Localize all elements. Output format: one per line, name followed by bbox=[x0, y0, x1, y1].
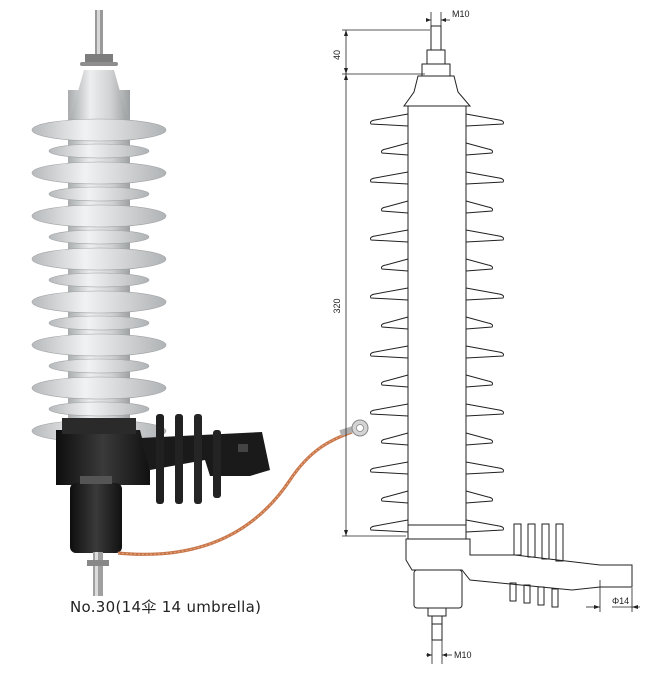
drawing-shed-small bbox=[381, 374, 493, 388]
drawing-shed-large bbox=[370, 519, 504, 533]
dim-bottom-thread: M10 bbox=[454, 650, 472, 660]
dim-top-height: 40 bbox=[332, 50, 342, 60]
drawing-top-cap bbox=[403, 75, 472, 107]
dim-body-height: 320 bbox=[332, 298, 342, 313]
drawing-disconnector bbox=[413, 569, 463, 609]
drawing-shed-small bbox=[381, 142, 493, 156]
drawing-top-stud bbox=[430, 25, 442, 51]
photo-shed-large bbox=[31, 333, 167, 357]
photo-shed-small bbox=[48, 143, 150, 159]
drawing-bracket bbox=[405, 538, 633, 591]
product-caption: No.30(14伞 14 umbrella) bbox=[70, 598, 262, 616]
photo-shed-large bbox=[31, 290, 167, 314]
black-base bbox=[56, 414, 270, 596]
drawing-shed-large bbox=[370, 113, 504, 127]
drawing-shed-large bbox=[370, 461, 504, 475]
top-cap bbox=[70, 70, 128, 120]
photo-shed-large bbox=[31, 204, 167, 228]
photo-shed-large bbox=[31, 118, 167, 142]
photo-shed-small bbox=[48, 401, 150, 417]
dim-hole-diameter: Φ14 bbox=[612, 596, 629, 606]
drawing-shed-large bbox=[370, 171, 504, 185]
drawing-shed-small bbox=[381, 200, 493, 214]
drawing-shed-large bbox=[370, 403, 504, 417]
drawing-shed-large bbox=[370, 287, 504, 301]
top-stud bbox=[80, 10, 118, 66]
photo-shed-small bbox=[48, 229, 150, 245]
photo-shed-large bbox=[31, 161, 167, 185]
photo-shed-small bbox=[48, 358, 150, 374]
photo-shed-small bbox=[48, 186, 150, 202]
photo-shed-small bbox=[48, 315, 150, 331]
drawing-sheds bbox=[370, 113, 504, 533]
wire-lug bbox=[339, 419, 369, 437]
photo-shed-small bbox=[48, 272, 150, 288]
drawing-shed-small bbox=[381, 490, 493, 504]
drawing-shed-small bbox=[381, 316, 493, 330]
drawing-shed-large bbox=[370, 229, 504, 243]
dim-top-thread: M10 bbox=[452, 9, 470, 19]
photo-shed-large bbox=[31, 376, 167, 400]
dimension-lines bbox=[342, 12, 640, 664]
drawing-shed-large bbox=[370, 345, 504, 359]
drawing-shed-small bbox=[381, 432, 493, 446]
photo-shed-large bbox=[31, 247, 167, 271]
drawing-shed-small bbox=[381, 258, 493, 272]
